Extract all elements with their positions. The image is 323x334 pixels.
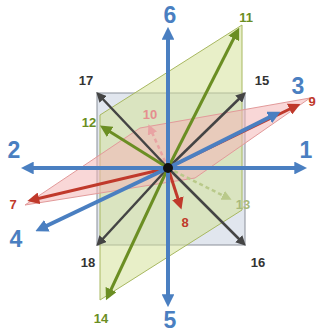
arrow-6 — [166, 32, 170, 168]
arrow-9 — [168, 106, 296, 168]
arrow-2 — [26, 166, 168, 170]
callout-number: 3 — [292, 75, 305, 98]
callout-number: 17 — [79, 74, 93, 87]
arrow-4 — [40, 168, 168, 229]
callout-number: 13 — [236, 198, 250, 211]
arrow-12 — [104, 128, 168, 168]
origin-dot — [163, 163, 173, 173]
arrow-16 — [168, 168, 243, 243]
callout-number: 12 — [82, 116, 96, 129]
arrow-15 — [168, 95, 243, 168]
callout-number: 14 — [94, 312, 108, 325]
callout-number: 16 — [251, 256, 265, 269]
arrow-11 — [168, 32, 237, 168]
callout-number: 5 — [164, 309, 177, 332]
callout-number: 2 — [8, 139, 21, 162]
callout-number: 15 — [255, 74, 269, 87]
callout-number: 10 — [143, 108, 157, 121]
callout-number: 1 — [300, 139, 313, 162]
callout-number: 7 — [9, 198, 16, 211]
callout-number: 11 — [239, 11, 253, 24]
arrow-5 — [166, 168, 170, 302]
callout-number: 8 — [181, 216, 188, 229]
callout-number: 6 — [164, 4, 177, 27]
callout-number: 4 — [10, 228, 23, 251]
arrow-3 — [168, 114, 276, 168]
callout-number: 18 — [81, 256, 95, 269]
arrow-1 — [168, 166, 302, 170]
arrow-14 — [108, 168, 168, 296]
arrow-7 — [32, 168, 168, 200]
callout-number: 9 — [308, 95, 315, 108]
arrow-18 — [99, 168, 168, 243]
arrow-17 — [99, 95, 168, 168]
